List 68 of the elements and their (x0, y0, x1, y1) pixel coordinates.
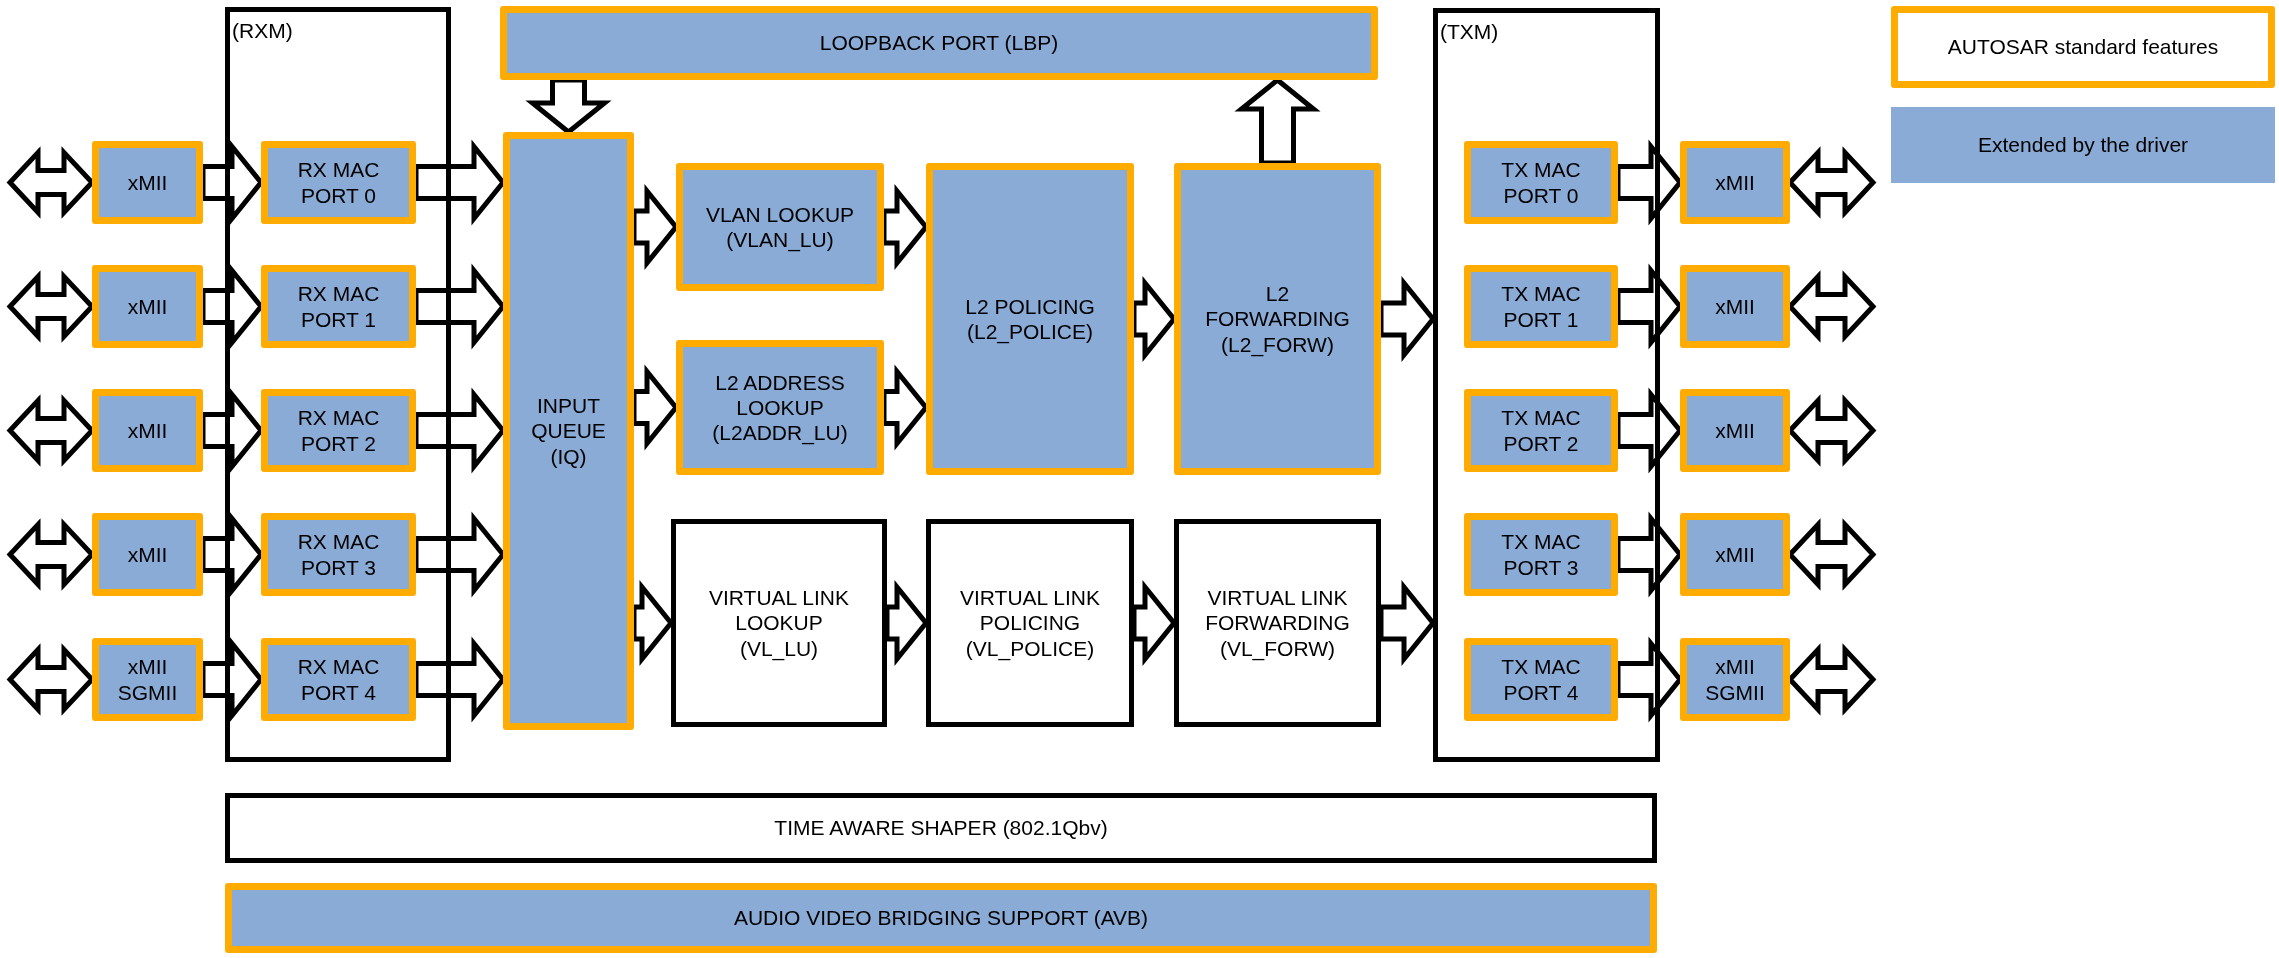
node-label: xMII (1715, 293, 1755, 320)
legend-text: AUTOSAR standard features (1947, 34, 2219, 60)
node-label: xMII (1715, 169, 1755, 196)
feature-box (92, 389, 203, 472)
node-label: xMII SGMII (1704, 654, 1766, 705)
feature-box (92, 141, 203, 224)
feature-box (92, 638, 203, 721)
node-label: TX MAC PORT 2 (1500, 405, 1582, 456)
feature-box (261, 265, 416, 348)
node-label: L2 FORWARDING (L2_FORW) (1204, 281, 1351, 357)
feature-box (261, 389, 416, 472)
feature-box (1464, 638, 1618, 721)
feature-box (261, 513, 416, 596)
node-label: xMII (127, 169, 168, 196)
feature-box (1464, 265, 1618, 348)
node-label: RX MAC PORT 0 (296, 157, 381, 208)
feature-box (926, 163, 1134, 475)
module-container (225, 7, 451, 762)
node-label: LOOPBACK PORT (LBP) (819, 30, 1059, 56)
feature-box (92, 265, 203, 348)
container-label: (TXM) (1440, 19, 1499, 45)
node-label: xMII SGMII (116, 654, 179, 705)
node-label: xMII (1715, 541, 1755, 568)
node-label: RX MAC PORT 1 (296, 281, 381, 332)
node-label: RX MAC PORT 2 (296, 405, 381, 456)
node-label: VIRTUAL LINK FORWARDING (VL_FORW) (1204, 585, 1351, 661)
feature-box (676, 340, 884, 475)
container-label: (RXM) (232, 18, 293, 44)
node-label: TX MAC PORT 4 (1500, 654, 1582, 705)
node-label: RX MAC PORT 3 (296, 529, 381, 580)
feature-box (1680, 265, 1790, 348)
feature-box (1680, 141, 1790, 224)
node-label: TX MAC PORT 3 (1500, 529, 1582, 580)
node-label: AUDIO VIDEO BRIDGING SUPPORT (AVB) (733, 905, 1149, 931)
node-label: xMII (127, 293, 168, 320)
node-label: TX MAC PORT 0 (1500, 157, 1582, 208)
module-container (1433, 8, 1660, 762)
feature-box (1680, 513, 1790, 596)
function-box (671, 519, 887, 727)
node-label: TX MAC PORT 1 (1500, 281, 1582, 332)
feature-box (225, 883, 1657, 953)
node-label: TIME AWARE SHAPER (802.1Qbv) (774, 815, 1108, 841)
function-box (1174, 519, 1381, 727)
feature-box (676, 163, 884, 291)
node-label: RX MAC PORT 4 (296, 654, 381, 705)
node-label: VIRTUAL LINK POLICING (VL_POLICE) (958, 585, 1102, 661)
function-box (926, 519, 1134, 727)
legend-text: Extended by the driver (1977, 132, 2189, 158)
node-label: L2 POLICING (L2_POLICE) (964, 293, 1096, 345)
feature-box (1680, 638, 1790, 721)
node-label: VIRTUAL LINK LOOKUP (VL_LU) (707, 585, 851, 661)
node-label: VLAN LOOKUP (VLAN_LU) (705, 201, 855, 253)
feature-box (500, 6, 1378, 80)
node-label: xMII (127, 541, 168, 568)
feature-box (261, 141, 416, 224)
feature-box (1464, 513, 1618, 596)
feature-box (1464, 141, 1618, 224)
feature-box (503, 132, 634, 730)
node-label: INPUT QUEUE (IQ) (530, 393, 607, 469)
node-label: xMII (127, 417, 168, 444)
feature-box (261, 638, 416, 721)
feature-box (1174, 163, 1381, 475)
feature-box (92, 513, 203, 596)
feature-box (1464, 389, 1618, 472)
function-box (225, 793, 1657, 863)
node-label: xMII (1715, 417, 1755, 444)
feature-box (1680, 389, 1790, 472)
node-label: L2 ADDRESS LOOKUP (L2ADDR_LU) (711, 369, 849, 446)
